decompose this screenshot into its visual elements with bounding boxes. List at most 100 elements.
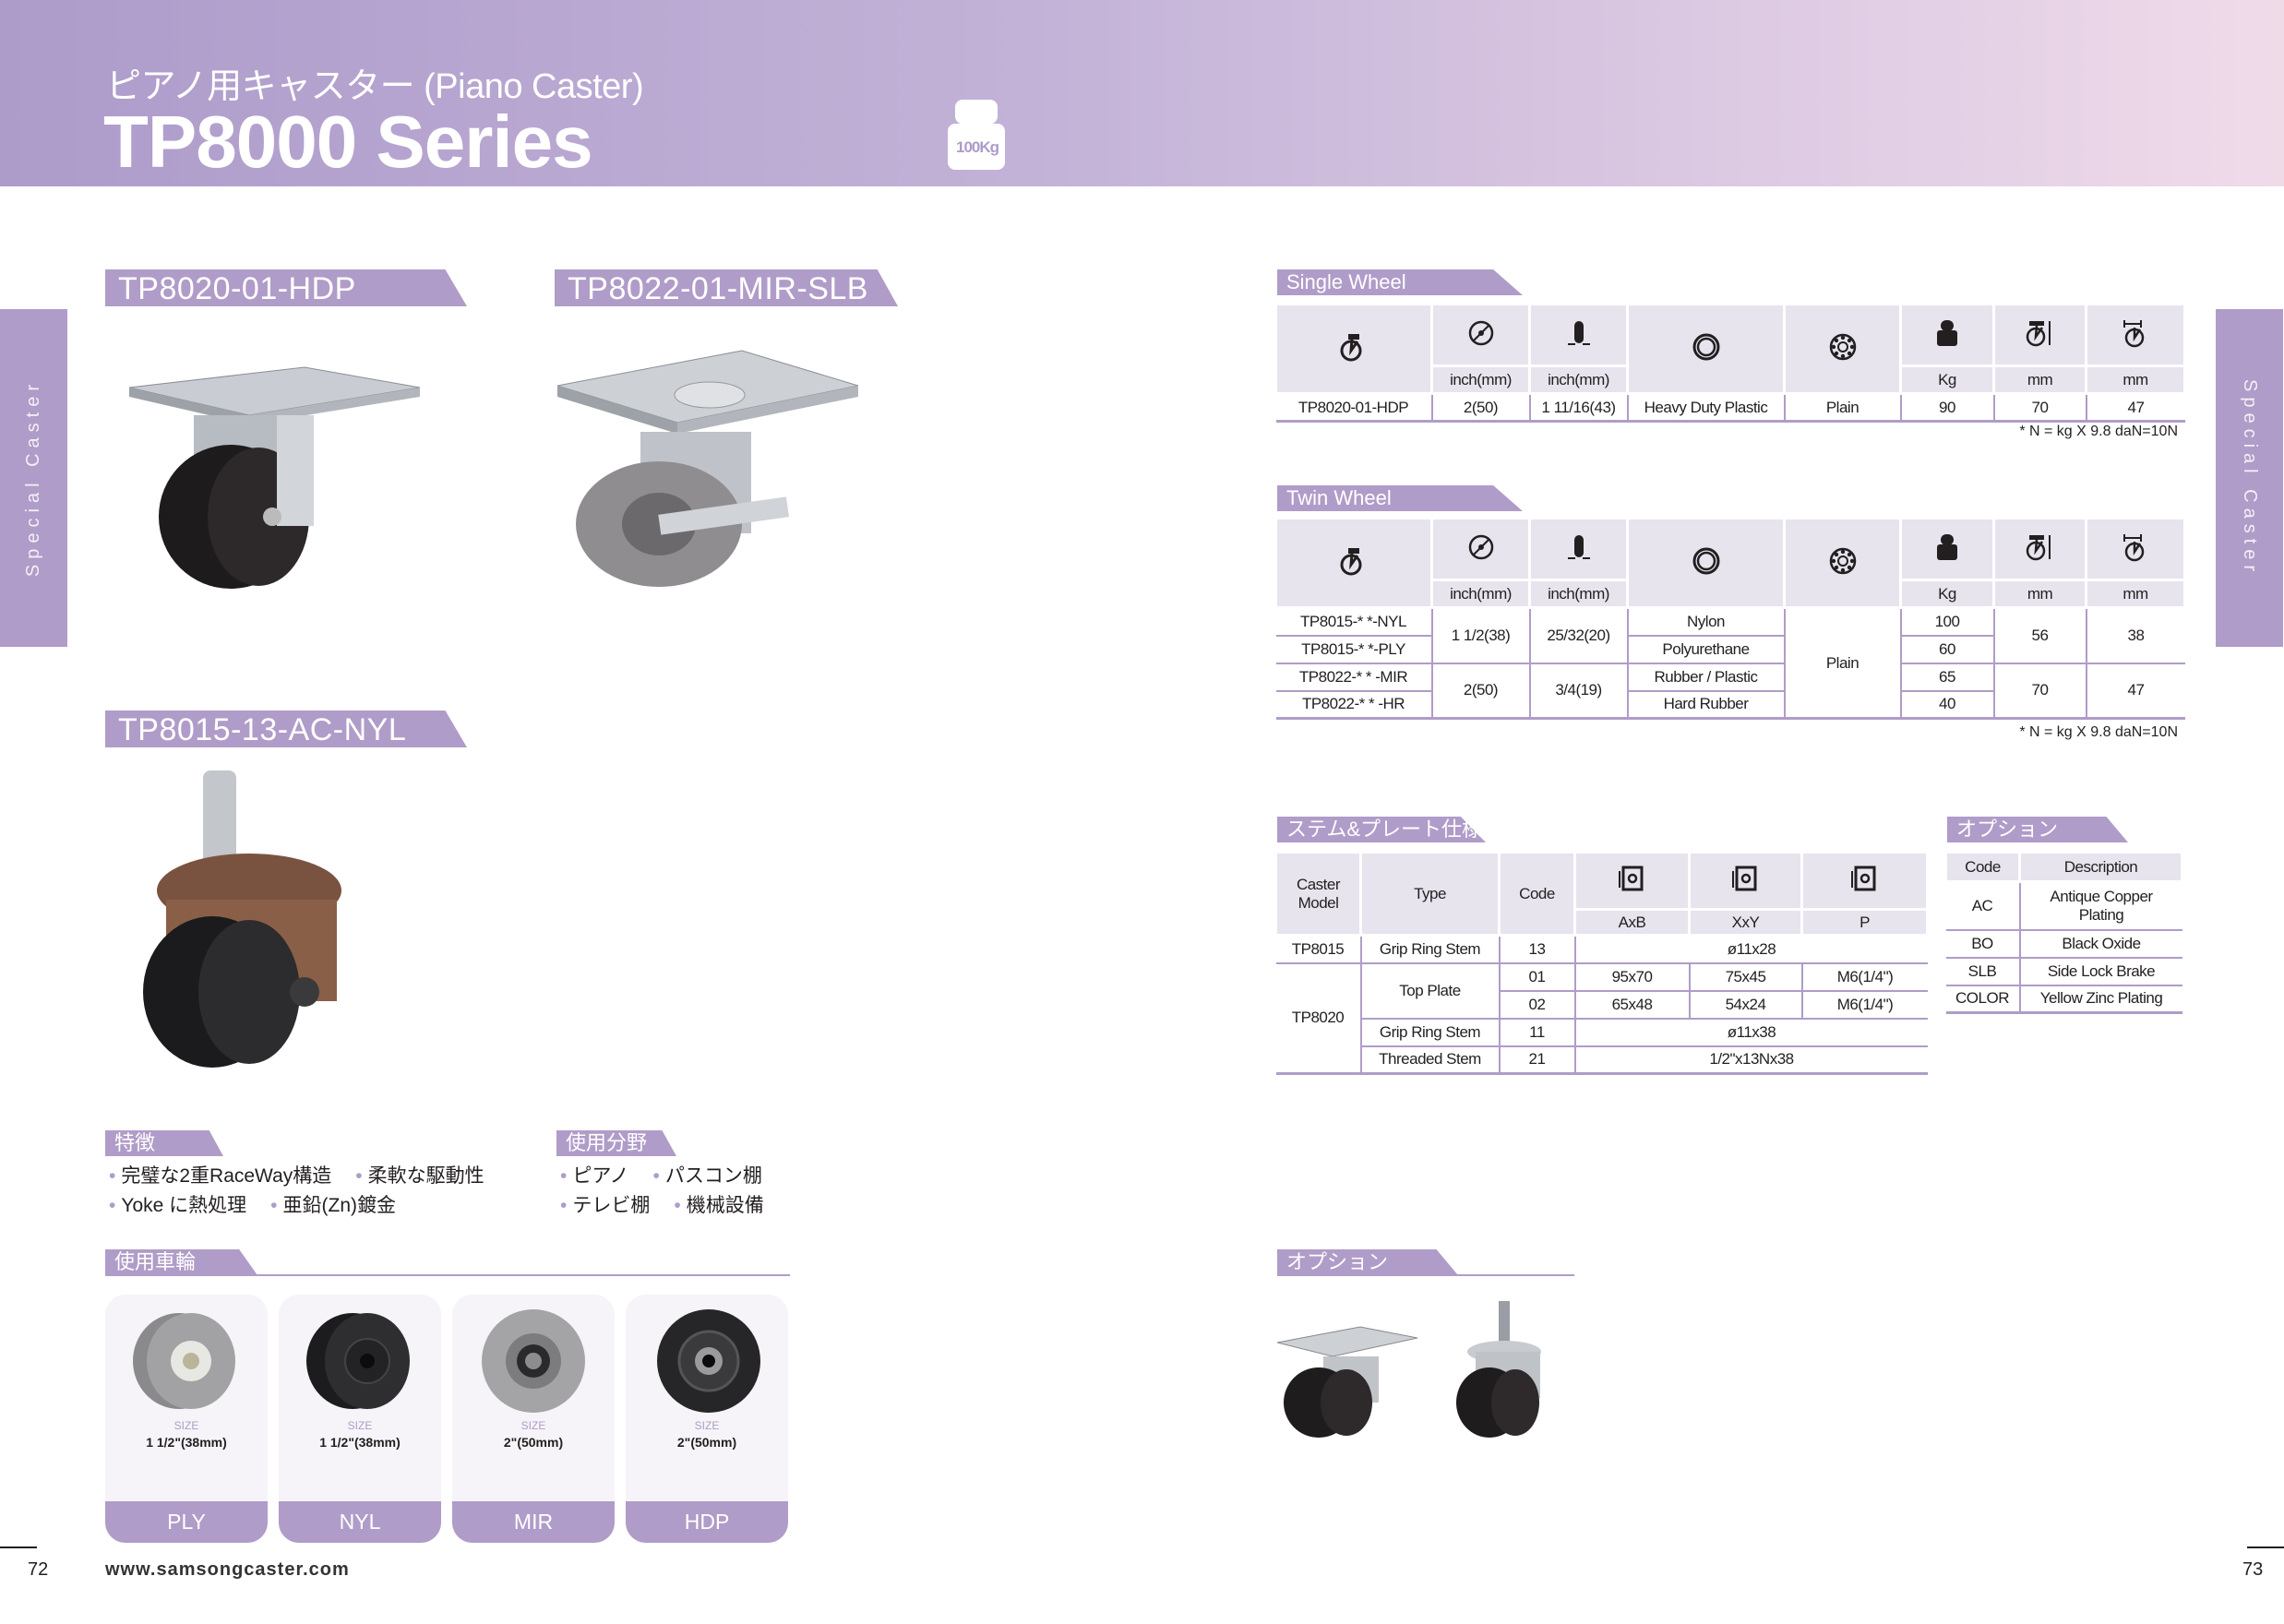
table-row: SLB Side Lock Brake: [1945, 957, 2182, 986]
table-cell: 25/32(20): [1528, 607, 1628, 664]
wheel-size: 2"(50mm): [676, 1435, 737, 1450]
product-label-tp8015: TP8015-13-AC-NYL: [105, 710, 467, 747]
bearing-icon: [1783, 517, 1902, 609]
table-cell: Hard Rubber: [1626, 690, 1785, 720]
unit-note: * N = kg X 9.8 daN=10N: [2019, 724, 2178, 740]
application-item: 機械設備: [686, 1195, 764, 1216]
wheel-code: NYL: [279, 1501, 441, 1543]
plate-xxy-icon: [1688, 851, 1803, 911]
table-cell: Nylon: [1626, 607, 1785, 637]
single-wheel-heading: Single Wheel: [1277, 269, 1523, 295]
load-icon: [1899, 303, 1995, 367]
option-description: Side Lock Brake: [2018, 957, 2182, 986]
table-cell: 02: [1498, 990, 1575, 1020]
feature-item: 亜鉛(Zn)鍍金: [282, 1195, 397, 1216]
table-row: 02 65x48 54x24 M6(1/4"): [1276, 990, 1928, 1020]
weight-load-icon: 100Kg: [948, 98, 1007, 170]
table-cell: Polyurethane: [1626, 635, 1785, 664]
feature-item: 柔軟な駆動性: [367, 1165, 484, 1187]
table-cell: Grip Ring Stem: [1359, 1018, 1500, 1047]
table-cell: Threaded Stem: [1359, 1045, 1500, 1075]
table-row: BO Black Oxide: [1945, 929, 2182, 959]
wheel-photo-ply: [133, 1313, 235, 1409]
table-row: TP8015-* *-NYL 1 1/2(38) 25/32(20) Nylon…: [1275, 607, 2185, 720]
side-tab-right: Special Caster: [2216, 309, 2283, 647]
column-header: Code: [1944, 851, 2021, 883]
divider: [105, 1274, 790, 1276]
table-cell: Grip Ring Stem: [1359, 935, 1500, 964]
option-description: Antique Copper Plating: [2018, 881, 2182, 931]
caster-photo-tp8015: [143, 770, 341, 1068]
table-cell: 100: [1899, 607, 1994, 637]
offset-icon: [2085, 517, 2186, 581]
table-row: TP8022-* * -MIR 2(50) 3/4(19) Rubber / P…: [1275, 663, 2185, 720]
table-cell: 54x24: [1688, 990, 1802, 1020]
wheel-code: HDP: [626, 1501, 788, 1543]
feature-item: Yoke に熱処理: [121, 1195, 247, 1216]
column-header: Code: [1498, 851, 1576, 937]
table-cell: TP8015: [1275, 935, 1361, 964]
series-title: TP8000 Series: [103, 101, 593, 183]
column-header: Type: [1359, 851, 1501, 937]
option-images-heading: オプション: [1277, 1249, 1458, 1275]
option-photo-stem-caster: [1456, 1301, 1541, 1438]
option-code: BO: [1945, 929, 2020, 959]
table-cell: TP8015-* *-PLY: [1275, 635, 1432, 664]
diameter-icon: [1430, 303, 1531, 367]
unit-label: mm: [1992, 364, 2087, 395]
table-cell: TP8020-01-HDP: [1275, 393, 1432, 423]
unit-label: inch(mm): [1528, 364, 1629, 395]
wheels-heading: 使用車輪: [105, 1249, 257, 1275]
side-tab-label: Special Caster: [23, 378, 43, 578]
application-item: パスコン棚: [664, 1165, 762, 1187]
table-row: TP8015 Grip Ring Stem 13 ø11x28: [1275, 935, 1928, 964]
unit-label: mm: [2085, 364, 2186, 395]
table-cell: 13: [1498, 935, 1575, 964]
table-row: TP8020 Top Plate 01 95x70 75x45 M6(1/4"): [1275, 962, 1928, 1075]
table-cell: TP8015-* *-NYL: [1275, 607, 1432, 637]
unit-note: * N = kg X 9.8 daN=10N: [2019, 424, 2178, 439]
tread-icon: [1626, 517, 1786, 609]
side-tab-label: Special Caster: [2240, 378, 2260, 578]
application-item: ピアノ: [572, 1165, 629, 1187]
option-code: SLB: [1945, 957, 2020, 986]
table-cell: 3/4(19): [1528, 663, 1628, 720]
website-url[interactable]: www.samsongcaster.com: [105, 1559, 350, 1580]
table-cell: 95x70: [1573, 962, 1690, 992]
page-number-left: 72: [28, 1559, 49, 1580]
size-label: SIZE: [173, 1419, 199, 1432]
table-cell: 2(50): [1430, 393, 1530, 423]
table-row: TP8022-* * -HR Hard Rubber 40: [1275, 690, 2185, 720]
features-list: •完璧な2重RaceWay構造•柔軟な駆動性 •Yoke に熱処理•亜鉛(Zn)…: [109, 1165, 484, 1216]
table-cell: 40: [1899, 690, 1994, 720]
features-heading: 特徴: [105, 1130, 223, 1156]
table-cell: 38: [2085, 607, 2185, 664]
unit-label: Kg: [1899, 364, 1995, 395]
height-icon: [1992, 517, 2087, 581]
twin-wheel-table: inch(mm) inch(mm) Kg mm mm TP8015-* *-NY…: [1274, 517, 2186, 720]
side-tab-left: Special Caster: [0, 309, 67, 647]
wheel-card-nyl: SIZE 1 1/2"(38mm) NYL: [279, 1295, 441, 1543]
diameter-icon: [1430, 517, 1531, 581]
applications-heading: 使用分野: [556, 1130, 676, 1156]
plate-bolt-icon: [1800, 851, 1929, 911]
options-table: Code Description AC Antique Copper Plati…: [1944, 851, 2183, 1014]
table-row: AC Antique Copper Plating: [1945, 881, 2182, 931]
table-cell: 01: [1498, 962, 1575, 992]
option-description: Yellow Zinc Plating: [2018, 985, 2182, 1014]
table-cell: 70: [1992, 393, 2087, 423]
table-cell: 1 1/2(38): [1430, 607, 1530, 664]
table-cell: 11: [1498, 1018, 1575, 1047]
table-cell: 65x48: [1573, 990, 1690, 1020]
table-cell: 47: [2085, 393, 2185, 423]
wheel-code: PLY: [105, 1501, 268, 1543]
page-number-right: 73: [2242, 1559, 2264, 1580]
column-header: AxB: [1573, 908, 1691, 937]
table-cell: 56: [1992, 607, 2087, 664]
series-subtitle: ピアノ用キャスター (Piano Caster): [106, 67, 644, 106]
option-photo-plate-caster: [1277, 1326, 1417, 1438]
table-cell: 75x45: [1688, 962, 1802, 992]
offset-icon: [2085, 303, 2186, 367]
table-cell: Plain: [1783, 607, 1901, 720]
unit-label: mm: [2085, 579, 2186, 609]
